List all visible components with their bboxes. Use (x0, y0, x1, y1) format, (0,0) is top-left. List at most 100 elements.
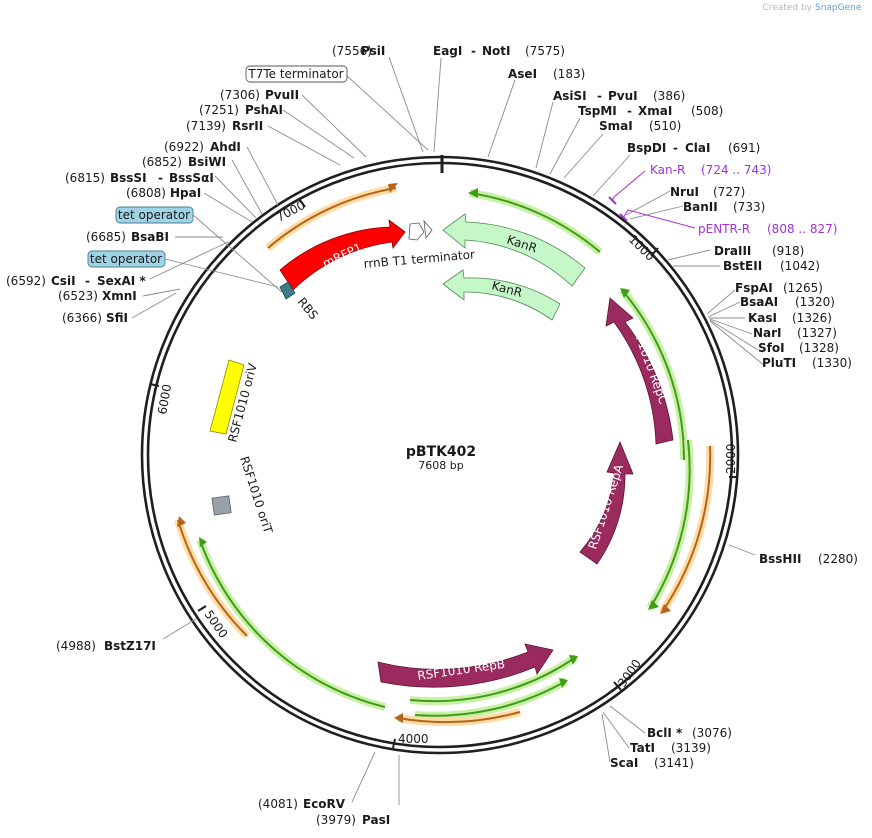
site-csii[interactable]: CsiI (51, 274, 76, 288)
site-fspai[interactable]: FspAI (735, 281, 773, 295)
site-sexai-dash: - (85, 274, 90, 288)
site-noti-dash: - (471, 44, 476, 58)
feature-kanr-1[interactable]: KanR (442, 213, 586, 287)
label-t7te-terminator[interactable]: T7Te terminator (245, 65, 348, 83)
backbone-outer (140, 155, 740, 755)
site-tspmi-pos: (508) (691, 104, 723, 118)
primer-pentr-r-marker (619, 209, 696, 229)
site-pshai[interactable]: PshAI (245, 103, 283, 117)
feature-kanr-2[interactable]: KanR (442, 269, 561, 321)
site-csii-pos: (6592) (6, 274, 46, 288)
feature-rbs[interactable]: RBS (279, 281, 321, 322)
primer-kan-r-marker (608, 170, 646, 205)
feature-rsf1010-oriv[interactable]: RSF1010 oriV (209, 359, 260, 444)
tick-6000: 6000 (149, 383, 174, 416)
site-bsiwi[interactable]: BsiWI (188, 155, 226, 169)
tick-label-6000: 6000 (155, 383, 174, 416)
site-scai-pos: (3141) (654, 756, 694, 770)
site-bsshii[interactable]: BssHII (759, 552, 801, 566)
site-ecorv[interactable]: EcoRV (303, 797, 346, 811)
feature-label-rsf1010-orit: RSF1010 oriT (237, 455, 275, 536)
site-bsteii-pos: (1042) (780, 259, 820, 273)
site-kasi-pos: (1326) (792, 311, 832, 325)
site-xmai[interactable]: XmaI (638, 104, 672, 118)
site-asei-pos: (183) (553, 67, 585, 81)
site-asei[interactable]: AseI (508, 67, 537, 81)
site-tati-pos: (3139) (671, 741, 711, 755)
site-psii-pos: (7556) (332, 44, 372, 58)
site-bsteii[interactable]: BstEII (723, 259, 762, 273)
feature-rsf1010-repa[interactable]: RSF1010 RepA (579, 440, 634, 565)
site-nari[interactable]: NarI (753, 326, 782, 340)
primer-pentr-r-name[interactable]: pENTR-R (698, 222, 750, 236)
site-bspdi[interactable]: BspDI (627, 141, 666, 155)
site-xmai-dash: - (627, 104, 632, 118)
site-noti[interactable]: NotI (482, 44, 511, 58)
site-bsssi[interactable]: BssSI (110, 171, 147, 185)
site-smai[interactable]: SmaI (599, 119, 633, 133)
tick-4000: 4000 (392, 732, 429, 749)
site-bsaai-pos: (1320) (795, 295, 835, 309)
site-nrui[interactable]: NruI (670, 185, 699, 199)
feature-label-rrnb-t1-terminator: rrnB T1 terminator (363, 247, 476, 271)
site-hpai[interactable]: HpaI (170, 186, 201, 200)
site-smai-pos: (510) (649, 119, 681, 133)
label-t7te-terminator-text: T7Te terminator (247, 67, 343, 81)
label-tet-operator-1[interactable]: tet operator (115, 206, 194, 224)
site-draiii[interactable]: DraIII (714, 244, 751, 258)
site-clai-dash: - (673, 141, 678, 155)
site-tspmi[interactable]: TspMI (578, 104, 617, 118)
feature-label-rbs: RBS (295, 295, 321, 322)
tick-3000: 3000 (613, 657, 644, 691)
site-sfoi-pos: (1328) (799, 341, 839, 355)
feature-rsf1010-orit[interactable]: RSF1010 oriT (211, 455, 275, 536)
site-sfii[interactable]: SfiI (106, 311, 128, 325)
feature-rsf1010-repc[interactable]: RSF1010 RepC (605, 297, 674, 445)
primer-kan-r-name[interactable]: Kan-R (650, 163, 685, 177)
site-pvui-dash: - (597, 89, 602, 103)
site-bstz17i-pos: (4988) (56, 639, 96, 653)
site-pluti[interactable]: PluTI (762, 356, 796, 370)
site-nrui-pos: (727) (713, 185, 745, 199)
site-asisi-pos: (386) (653, 89, 685, 103)
site-asisi[interactable]: AsiSI (553, 89, 587, 103)
site-pvuii[interactable]: PvuII (265, 88, 299, 102)
site-bsshii-pos: (2280) (818, 552, 858, 566)
site-scai[interactable]: ScaI (610, 756, 638, 770)
site-banii[interactable]: BanII (683, 200, 718, 214)
site-pvui[interactable]: PvuI (608, 89, 638, 103)
site-bsabi-pos: (6685) (86, 230, 126, 244)
label-tet-operator-1-text: tet operator (118, 208, 190, 222)
site-xmni[interactable]: XmnI (102, 289, 137, 303)
site-pshai-pos: (7251) (199, 103, 239, 117)
tick-2000: 2000 (724, 443, 738, 478)
site-eagi[interactable]: EagI (433, 44, 462, 58)
site-sfoi[interactable]: SfoI (758, 341, 785, 355)
tick-label-3000: 3000 (615, 657, 644, 690)
site-tati[interactable]: TatI (630, 741, 655, 755)
site-kasi[interactable]: KasI (748, 311, 777, 325)
site-ahdi[interactable]: AhdI (210, 140, 241, 154)
leader-lines (131, 56, 766, 805)
site-bsaai[interactable]: BsaAI (740, 295, 778, 309)
site-bsiwi-pos: (6852) (142, 155, 182, 169)
site-pasi[interactable]: PasI (362, 813, 390, 827)
site-bsabi[interactable]: BsaBI (131, 230, 169, 244)
site-bspdi-pos: (691) (728, 141, 760, 155)
site-rsrii[interactable]: RsrII (232, 119, 263, 133)
site-bstz17i[interactable]: BstZ17I (104, 639, 156, 653)
site-bsssai[interactable]: BssSαI (169, 171, 214, 185)
feature-mrfp1[interactable]: mRFP1 (279, 219, 406, 291)
site-sfii-pos: (6366) (62, 311, 102, 325)
tick-label-4000: 4000 (398, 732, 429, 746)
site-sexai[interactable]: SexAI * (97, 274, 146, 288)
tick-label-2000: 2000 (724, 443, 738, 474)
site-psii[interactable]: PsiI (361, 44, 385, 58)
label-tet-operator-2[interactable]: tet operator (87, 250, 166, 268)
site-clai[interactable]: ClaI (685, 141, 710, 155)
site-xmni-pos: (6523) (58, 289, 98, 303)
site-bsssai-dash: - (158, 171, 163, 185)
site-ecorv-pos: (4081) (258, 797, 298, 811)
site-bcli[interactable]: BclI * (647, 726, 683, 740)
